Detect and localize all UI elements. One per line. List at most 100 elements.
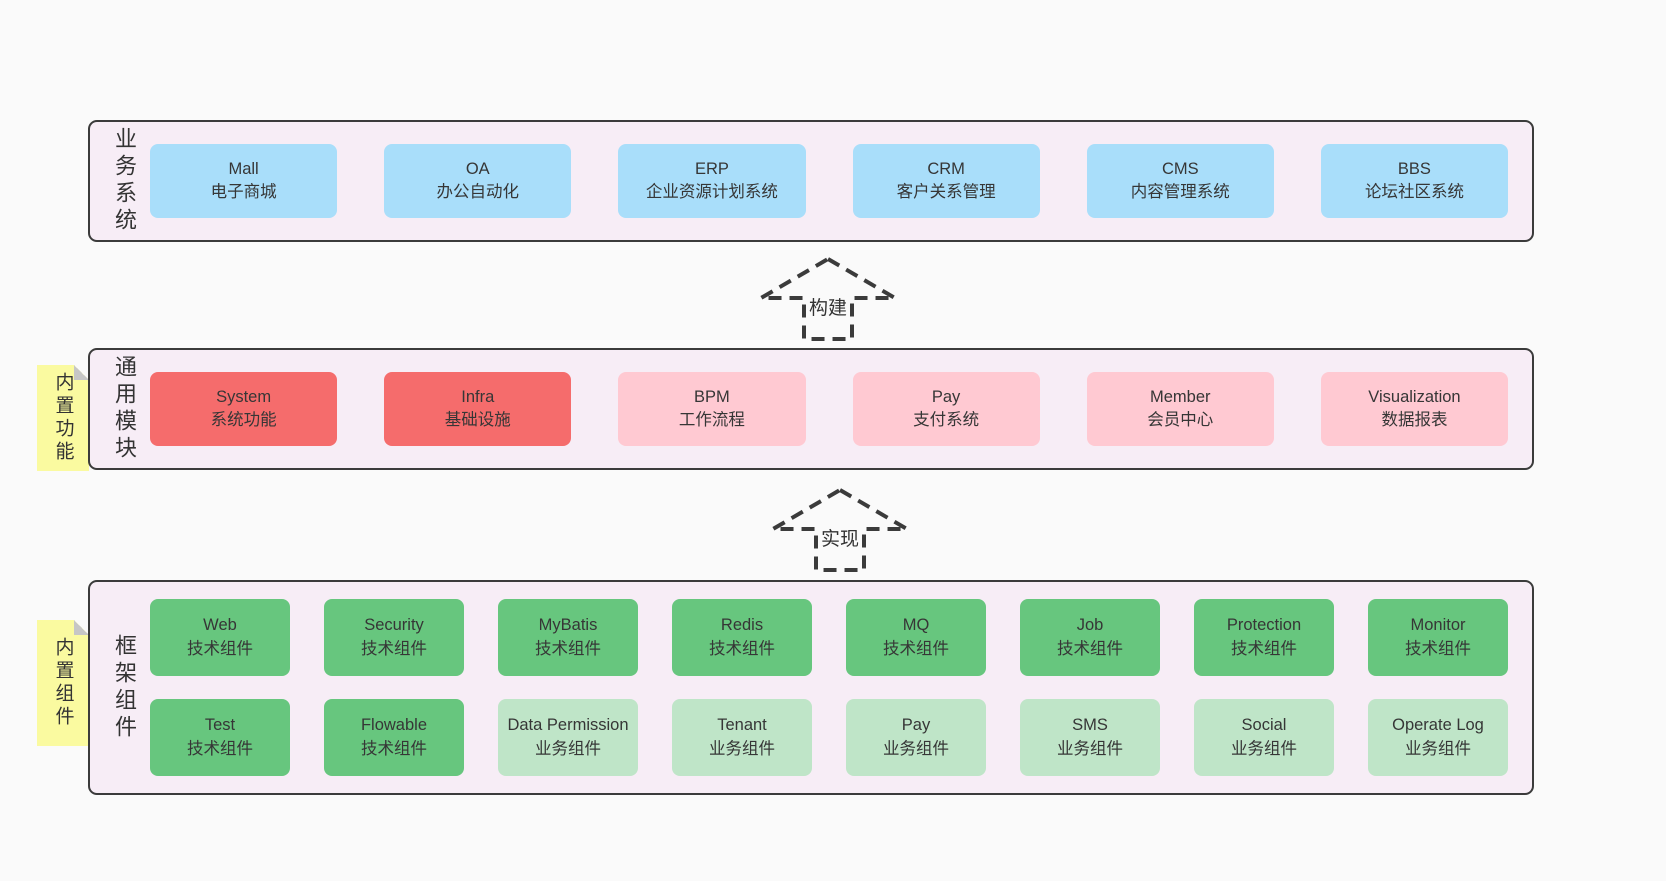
box-subtitle: 支付系统 xyxy=(913,411,980,429)
box-subtitle: 业务组件 xyxy=(883,739,949,758)
box-member: Member 会员中心 xyxy=(1086,372,1274,446)
box-subtitle: 电子商城 xyxy=(210,183,277,201)
box-title: Pay xyxy=(901,716,931,735)
box-subtitle: 技术组件 xyxy=(1231,639,1297,658)
box-title: CMS xyxy=(1161,159,1199,178)
box-sms: SMS 业务组件 xyxy=(1020,699,1160,776)
layer-label: 框架组件 xyxy=(112,633,137,742)
box-pay: Pay 支付系统 xyxy=(852,372,1040,446)
box-title: Protection xyxy=(1226,616,1302,635)
box-title: MQ xyxy=(902,616,930,635)
arrow-label: 构建 xyxy=(805,293,851,320)
box-subtitle: 会员中心 xyxy=(1147,411,1214,429)
box-operate-log: Operate Log 业务组件 xyxy=(1368,699,1508,776)
sticky-note-label: 内置组件 xyxy=(52,637,74,729)
folded-corner-icon xyxy=(74,365,89,380)
box-title: Member xyxy=(1150,387,1211,406)
box-title: Test xyxy=(204,716,236,735)
box-subtitle: 技术组件 xyxy=(709,639,775,658)
box-title: BBS xyxy=(1397,159,1431,178)
box-title: MyBatis xyxy=(538,616,598,635)
box-redis: Redis 技术组件 xyxy=(672,599,812,676)
box-subtitle: 企业资源计划系统 xyxy=(645,183,778,201)
box-subtitle: 技术组件 xyxy=(361,639,427,658)
box-title: Redis xyxy=(720,616,764,635)
sticky-note-common: 内置功能 xyxy=(37,365,89,471)
box-title: BPM xyxy=(694,387,730,406)
up-arrow-icon xyxy=(758,256,898,341)
box-social: Social 业务组件 xyxy=(1194,699,1334,776)
box-subtitle: 技术组件 xyxy=(883,639,949,658)
box-subtitle: 业务组件 xyxy=(1405,739,1471,758)
box-subtitle: 技术组件 xyxy=(187,739,253,758)
box-subtitle: 系统功能 xyxy=(210,411,277,429)
box-subtitle: 论坛社区系统 xyxy=(1364,183,1464,201)
up-arrow: 构建 xyxy=(758,256,898,342)
sticky-note-label: 内置功能 xyxy=(52,372,74,464)
box-pay: Pay 业务组件 xyxy=(846,699,986,776)
layer-label: 业务系统 xyxy=(112,127,137,235)
box-title: Tenant xyxy=(717,716,767,735)
sticky-note-framework: 内置组件 xyxy=(37,620,89,746)
layer-label: 通用模块 xyxy=(112,355,137,463)
box-title: Pay xyxy=(931,387,961,406)
box-subtitle: 业务组件 xyxy=(1231,739,1297,758)
box-title: Data Permission xyxy=(507,716,629,735)
box-title: Flowable xyxy=(360,716,428,735)
box-title: Social xyxy=(1241,716,1287,735)
box-bbs: BBS 论坛社区系统 xyxy=(1320,144,1509,218)
up-arrow: 实现 xyxy=(770,487,910,573)
box-title: System xyxy=(216,387,272,406)
box-mq: MQ 技术组件 xyxy=(846,599,986,676)
box-system: System 系统功能 xyxy=(150,372,338,446)
box-monitor: Monitor 技术组件 xyxy=(1368,599,1508,676)
up-arrow-icon xyxy=(770,487,910,572)
box-title: SMS xyxy=(1072,716,1108,735)
box-row: Test 技术组件 Flowable 技术组件 Data Permission 业务组件 T… xyxy=(150,699,1508,776)
box-title: Operate Log xyxy=(1392,716,1484,735)
box-title: OA xyxy=(465,159,490,178)
box-title: Monitor xyxy=(1410,616,1466,635)
box-security: Security 技术组件 xyxy=(324,599,464,676)
box-subtitle: 技术组件 xyxy=(1405,639,1471,658)
box-subtitle: 业务组件 xyxy=(709,739,775,758)
box-mall: Mall 电子商城 xyxy=(150,144,338,218)
box-title: Web xyxy=(203,616,237,635)
box-flowable: Flowable 技术组件 xyxy=(324,699,464,776)
box-title: ERP xyxy=(694,159,729,178)
box-title: Infra xyxy=(461,387,495,406)
box-subtitle: 技术组件 xyxy=(361,739,427,758)
box-subtitle: 业务组件 xyxy=(1057,739,1123,758)
box-subtitle: 基础设施 xyxy=(444,411,511,429)
box-subtitle: 技术组件 xyxy=(1057,639,1123,658)
box-subtitle: 业务组件 xyxy=(535,739,601,758)
box-title: Visualization xyxy=(1368,387,1461,406)
box-subtitle: 技术组件 xyxy=(187,639,253,658)
box-web: Web 技术组件 xyxy=(150,599,290,676)
box-data-permission: Data Permission 业务组件 xyxy=(498,699,638,776)
box-subtitle: 客户关系管理 xyxy=(896,183,996,201)
folded-corner-icon xyxy=(74,620,89,635)
box-erp: ERP 企业资源计划系统 xyxy=(618,144,806,218)
box-job: Job 技术组件 xyxy=(1020,599,1160,676)
box-protection: Protection 技术组件 xyxy=(1194,599,1334,676)
box-test: Test 技术组件 xyxy=(150,699,290,776)
box-title: Job xyxy=(1076,616,1104,635)
box-title: Security xyxy=(364,616,424,635)
box-title: Mall xyxy=(228,159,259,178)
